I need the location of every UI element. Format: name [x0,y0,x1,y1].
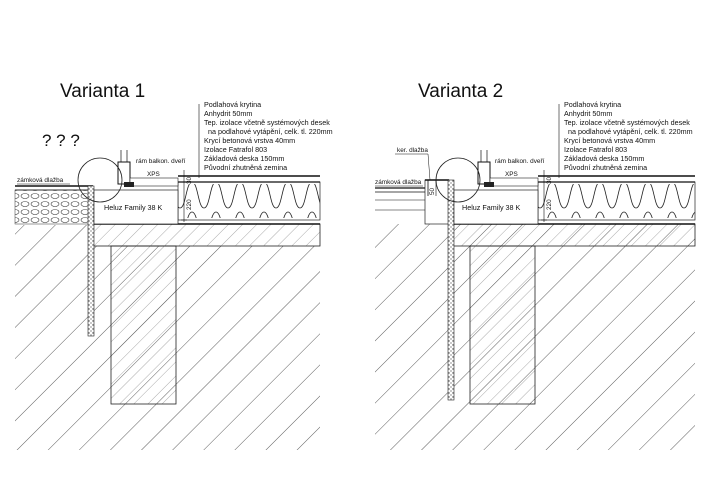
xps-strip [129,177,179,187]
svg-text:Anhydrit 50mm: Anhydrit 50mm [204,109,252,118]
frame-label: rám balkon. dveří [136,158,186,165]
perimeter-insulation-2 [447,179,455,401]
xps-label-2: XPS [505,171,518,178]
svg-text:50: 50 [429,187,436,195]
svg-text:Krycí betonová vrstva 40mm: Krycí betonová vrstva 40mm [564,136,655,145]
svg-text:na podlahové vytápění, celk. t: na podlahové vytápění, celk. tl. 220mm [208,127,333,136]
svg-text:Izolace Fatrafol 803: Izolace Fatrafol 803 [564,145,627,154]
svg-text:30: 30 [546,176,553,184]
paving-label-2: zámková dlažba [375,179,422,186]
xps-strip-2 [489,177,539,187]
svg-text:Podlahová krytina: Podlahová krytina [564,100,621,109]
svg-text:Anhydrit 50mm: Anhydrit 50mm [564,109,612,118]
svg-text:Tep. izolace včetně systémovýc: Tep. izolace včetně systémových desek [204,118,330,127]
svg-text:na podlahové vytápění, celk. t: na podlahové vytápění, celk. tl. 220mm [568,127,693,136]
variant1-title: Varianta 1 [60,81,145,102]
svg-text:Tep. izolace včetně systémovýc: Tep. izolace včetně systémových desek [564,118,690,127]
svg-text:Krycí betonová vrstva 40mm: Krycí betonová vrstva 40mm [204,136,295,145]
svg-text:220: 220 [546,199,553,210]
door-frame [117,161,131,185]
svg-text:Původní zhutněná zemina: Původní zhutněná zemina [204,163,287,172]
heluz-wall [93,189,179,225]
layer-list: Podlahová krytina Anhydrit 50mm Tep. izo… [204,100,333,172]
dimension-vertical-2: 220 30 [541,170,553,222]
wall-label: Heluz Family 38 K [104,203,163,212]
paving-bed [14,189,94,225]
svg-text:Izolace Fatrafol 803: Izolace Fatrafol 803 [204,145,267,154]
problem-circle [77,157,123,203]
svg-text:220: 220 [186,199,193,210]
svg-text:Základová deska 150mm: Základová deska 150mm [564,154,644,163]
frame-label-2: rám balkon. dveří [495,158,545,165]
foundation-wall-2 [469,245,536,405]
svg-text:Podlahová krytina: Podlahová krytina [204,100,261,109]
layer-list-2: Podlahová krytina Anhydrit 50mm Tep. izo… [564,100,693,172]
dimension-step: 50 [429,180,437,196]
wall-label-2: Heluz Family 38 K [462,203,521,212]
variant2-detail: Varianta 2 Heluz Family 38 K XPS rám bal… [375,81,696,450]
svg-text:30: 30 [186,176,193,184]
question-marks: ? ? ? [42,131,80,150]
foundation-slab-2 [452,223,696,247]
heluz-wall-2 [453,189,539,225]
perimeter-insulation [87,185,95,337]
xps-label: XPS [147,171,160,178]
foundation-wall [110,245,177,405]
variant1-detail: Varianta 1 ? ? ? Heluz Family 38 K XPS [14,81,333,450]
dimension-vertical: 220 30 [181,170,193,222]
svg-text:Původní zhutněná zemina: Původní zhutněná zemina [564,163,647,172]
paving-label: zámková dlažba [17,177,64,184]
variant2-title: Varianta 2 [418,81,503,102]
svg-text:Základová deska 150mm: Základová deska 150mm [204,154,284,163]
tile-label: ker. dlažba [397,147,428,154]
